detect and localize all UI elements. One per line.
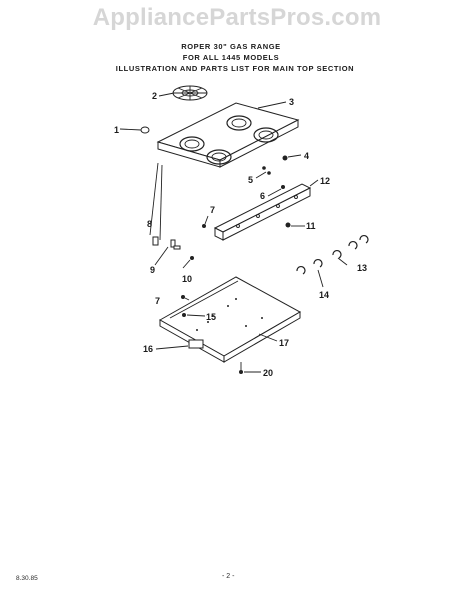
heading-line-3: ILLUSTRATION AND PARTS LIST FOR MAIN TOP… [115,64,355,73]
callout-3: 3 [289,97,294,107]
burner-grate [172,85,208,101]
callout-1: 1 [114,125,119,135]
leader-lines [119,92,348,373]
heading-line-1: ROPER 30" GAS RANGE [181,42,281,51]
cooktop-panel [156,102,300,168]
callout-12: 12 [320,176,330,186]
callout-7b: 7 [155,296,160,306]
heading-line-2: FOR ALL 1445 MODELS [182,53,280,62]
callout-5: 5 [248,175,253,185]
screw-parts [202,155,291,228]
callout-14: 14 [319,290,329,300]
callout-20: 20 [263,368,273,378]
hinge-hardware [152,236,194,260]
control-knob [140,126,150,134]
callout-15: 15 [206,312,216,322]
callout-8: 8 [147,219,152,229]
site-watermark: AppliancePartsPros.com [92,4,382,31]
callout-7: 7 [210,205,215,215]
footer-date: 8.30.85 [16,575,38,582]
footer-page-number: - 2 - [222,573,235,580]
callout-10: 10 [182,274,192,284]
callout-6: 6 [260,191,265,201]
burner-knobs [296,234,369,275]
callout-2: 2 [152,91,157,101]
callout-13: 13 [357,263,367,273]
manifold-bracket [213,183,312,241]
callout-9: 9 [150,265,155,275]
burner-box [158,276,302,374]
callout-11: 11 [306,221,316,231]
callout-16: 16 [143,344,153,354]
callout-4: 4 [304,151,309,161]
callout-17: 17 [279,338,289,348]
